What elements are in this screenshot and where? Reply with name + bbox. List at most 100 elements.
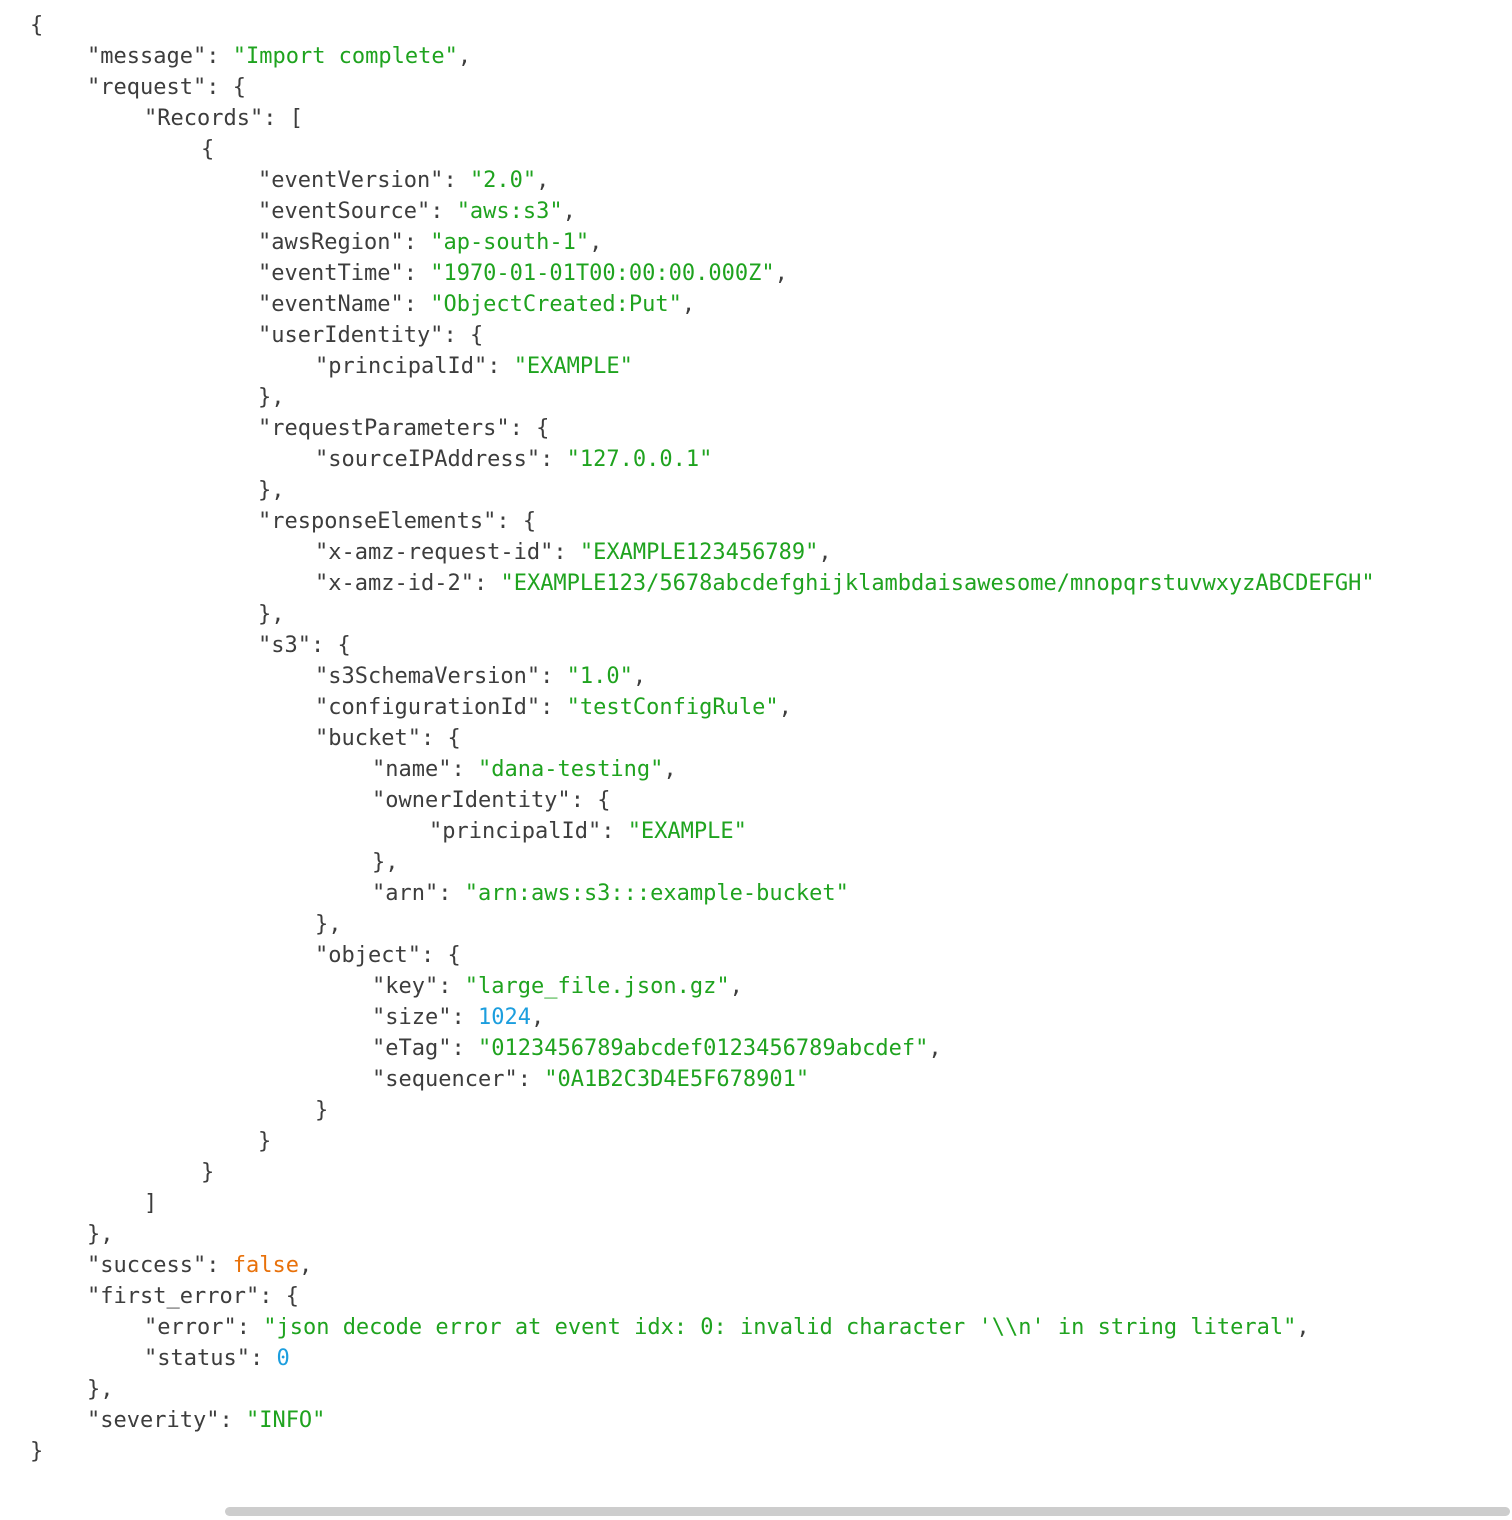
json-token-string: "Import complete"	[232, 44, 458, 69]
json-line: }	[0, 1095, 1512, 1126]
json-line: },	[0, 475, 1512, 506]
json-token-punct: {	[337, 633, 351, 658]
json-token-key: "message"	[87, 44, 207, 69]
json-token-string: "127.0.0.1"	[566, 447, 713, 472]
json-token-string: "testConfigRule"	[566, 695, 779, 720]
json-line: "sequencer": "0A1B2C3D4E5F678901"	[0, 1064, 1512, 1095]
json-token-key: "principalId"	[315, 354, 488, 379]
json-token-punct: :	[451, 1036, 478, 1061]
json-line: "request": {	[0, 72, 1512, 103]
json-token-punct: :	[430, 199, 457, 224]
json-token-key: "eventName"	[258, 292, 404, 317]
json-token-punct: {	[536, 416, 550, 441]
json-token-key: "key"	[372, 974, 439, 999]
json-token-string: "json decode error at event idx: 0: inva…	[263, 1315, 1297, 1340]
json-token-punct: },	[87, 1377, 114, 1402]
json-token-string: "large_file.json.gz"	[464, 974, 730, 999]
json-token-punct: :	[249, 1346, 277, 1371]
json-token-number: 1024	[477, 1005, 531, 1030]
json-token-punct: :	[403, 230, 431, 255]
json-token-punct: ,	[530, 1005, 545, 1030]
json-line: "x-amz-id-2": "EXAMPLE123/5678abcdefghij…	[0, 568, 1512, 599]
json-token-string: "1970-01-01T00:00:00.000Z"	[430, 261, 775, 286]
json-token-string: "aws:s3"	[456, 199, 563, 224]
json-line: "userIdentity": {	[0, 320, 1512, 351]
json-token-punct: {	[469, 323, 484, 348]
json-token-punct: ,	[632, 664, 647, 689]
json-line: "eventTime": "1970-01-01T00:00:00.000Z",	[0, 258, 1512, 289]
json-token-string: "arn:aws:s3:::example-bucket"	[464, 881, 849, 906]
json-token-punct: :	[259, 1284, 286, 1309]
json-line: {	[0, 134, 1512, 165]
json-token-key: "sequencer"	[372, 1067, 518, 1092]
json-line: {	[0, 10, 1512, 41]
json-token-punct: ,	[589, 230, 603, 255]
json-token-string: "dana-testing"	[477, 757, 664, 782]
json-token-key: "configurationId"	[315, 695, 541, 720]
json-token-punct: :	[206, 75, 233, 100]
json-line: },	[0, 909, 1512, 940]
json-token-punct: ,	[562, 199, 576, 224]
json-token-key: "name"	[372, 757, 452, 782]
json-line: "eventName": "ObjectCreated:Put",	[0, 289, 1512, 320]
json-token-string: "INFO"	[245, 1408, 326, 1433]
json-token-punct: :	[509, 416, 537, 441]
json-token-key: "requestParameters"	[258, 416, 510, 441]
json-line: "responseElements": {	[0, 506, 1512, 537]
json-token-punct: :	[403, 292, 431, 317]
json-token-punct: :	[553, 540, 580, 565]
json-token-string: "ObjectCreated:Put"	[430, 292, 682, 317]
json-token-key: "responseElements"	[258, 509, 497, 534]
json-token-key: "s3SchemaVersion"	[315, 664, 541, 689]
json-line: "sourceIPAddress": "127.0.0.1"	[0, 444, 1512, 475]
json-token-punct: {	[447, 943, 461, 968]
json-token-key: "object"	[315, 943, 421, 968]
json-token-punct: ,	[298, 1253, 313, 1278]
json-token-key: "userIdentity"	[258, 323, 444, 348]
json-line: }	[0, 1436, 1512, 1467]
json-token-punct: {	[597, 788, 611, 813]
json-token-punct: :	[443, 168, 470, 193]
json-token-punct: ,	[778, 695, 792, 720]
json-line: "s3": {	[0, 630, 1512, 661]
json-token-punct: }	[201, 1160, 215, 1185]
json-token-string: "0123456789abcdef0123456789abcdef"	[477, 1036, 929, 1061]
json-token-punct: :	[219, 1408, 246, 1433]
json-line: "awsRegion": "ap-south-1",	[0, 227, 1512, 258]
json-token-punct: :	[451, 757, 478, 782]
json-token-punct: :	[540, 664, 567, 689]
json-token-punct: },	[258, 478, 285, 503]
json-line: }	[0, 1157, 1512, 1188]
json-token-key: "principalId"	[429, 819, 602, 844]
json-token-punct: :	[438, 974, 465, 999]
json-line: "requestParameters": {	[0, 413, 1512, 444]
json-token-punct: },	[372, 850, 399, 875]
json-token-string: "EXAMPLE123456789"	[579, 540, 819, 565]
json-token-key: "sourceIPAddress"	[315, 447, 541, 472]
json-token-string: "EXAMPLE123/5678abcdefghijklambdaisaweso…	[500, 571, 1375, 596]
json-token-punct: },	[258, 602, 285, 627]
json-line: "severity": "INFO"	[0, 1405, 1512, 1436]
json-token-boolean: false	[232, 1253, 299, 1278]
json-token-string: "EXAMPLE"	[513, 354, 633, 379]
json-token-key: "arn"	[372, 881, 439, 906]
json-token-key: "size"	[372, 1005, 452, 1030]
json-token-key: "x-amz-request-id"	[315, 540, 554, 565]
json-token-string: "EXAMPLE"	[627, 819, 747, 844]
json-token-punct: },	[315, 912, 342, 937]
json-token-key: "eTag"	[372, 1036, 452, 1061]
json-line: },	[0, 1374, 1512, 1405]
json-line: "eventVersion": "2.0",	[0, 165, 1512, 196]
json-token-punct: ,	[663, 757, 677, 782]
json-line: "ownerIdentity": {	[0, 785, 1512, 816]
json-token-punct: :	[540, 447, 567, 472]
json-token-key: "status"	[144, 1346, 250, 1371]
json-token-punct: ]	[144, 1191, 158, 1216]
horizontal-scrollbar-thumb[interactable]	[225, 1507, 1510, 1516]
json-token-key: "eventVersion"	[258, 168, 444, 193]
json-token-string: "2.0"	[469, 168, 537, 193]
json-token-punct: ,	[818, 540, 832, 565]
json-token-punct: :	[443, 323, 470, 348]
json-token-punct: :	[310, 633, 338, 658]
